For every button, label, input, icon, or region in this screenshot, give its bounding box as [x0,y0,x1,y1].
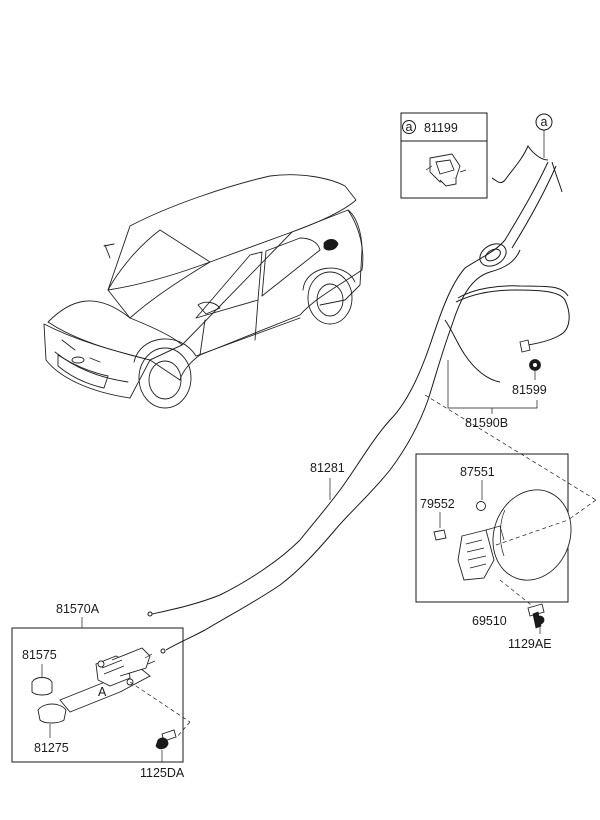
clip-81199-icon [425,153,467,187]
cap-81575-icon [31,677,53,696]
screw-1125DA-icon [155,729,177,750]
fuel-door-actuator-icon: A [59,647,156,713]
boot-81275-icon [37,703,67,724]
part-number-81199: 81199 [424,121,458,135]
part-number-81599: 81599 [512,383,547,397]
part-number-81275: 81275 [34,741,69,755]
part-number-87551: 87551 [460,465,495,479]
part-number-81281: 81281 [310,461,345,475]
fuel-filler-door-icon [492,489,572,581]
part-number-69510: 69510 [472,614,507,628]
fuel-door-location-marker [323,238,339,251]
bumper-87551-icon [476,501,486,511]
fuel-door-hinge-icon [457,529,495,581]
part-number-79552: 79552 [420,497,455,511]
actuator-assembly-box: 81575 81275 A [11,627,191,763]
grommet-81599-icon [529,359,541,371]
part-81590B-leader [447,360,538,414]
pad-79552-icon [433,529,447,541]
fuel-door-opener-cable: a [147,113,570,654]
part-number-81570A: 81570A [56,602,100,616]
reference-mark-a-box: a [406,120,413,134]
vehicle-illustration [43,174,364,409]
svg-text:A: A [98,685,107,699]
part-number-81590B: 81590B [465,416,508,430]
screw-1129AE-icon [527,603,545,629]
part-number-1125DA: 1125DA [140,766,185,780]
reference-mark-a-cable: a [541,115,548,129]
fuel-door-assembly-box: 87551 79552 [415,394,597,603]
part-81199-box: a 81199 [400,112,488,199]
part-number-1129AE: 1129AE [508,637,552,651]
part-number-81575: 81575 [22,648,57,662]
